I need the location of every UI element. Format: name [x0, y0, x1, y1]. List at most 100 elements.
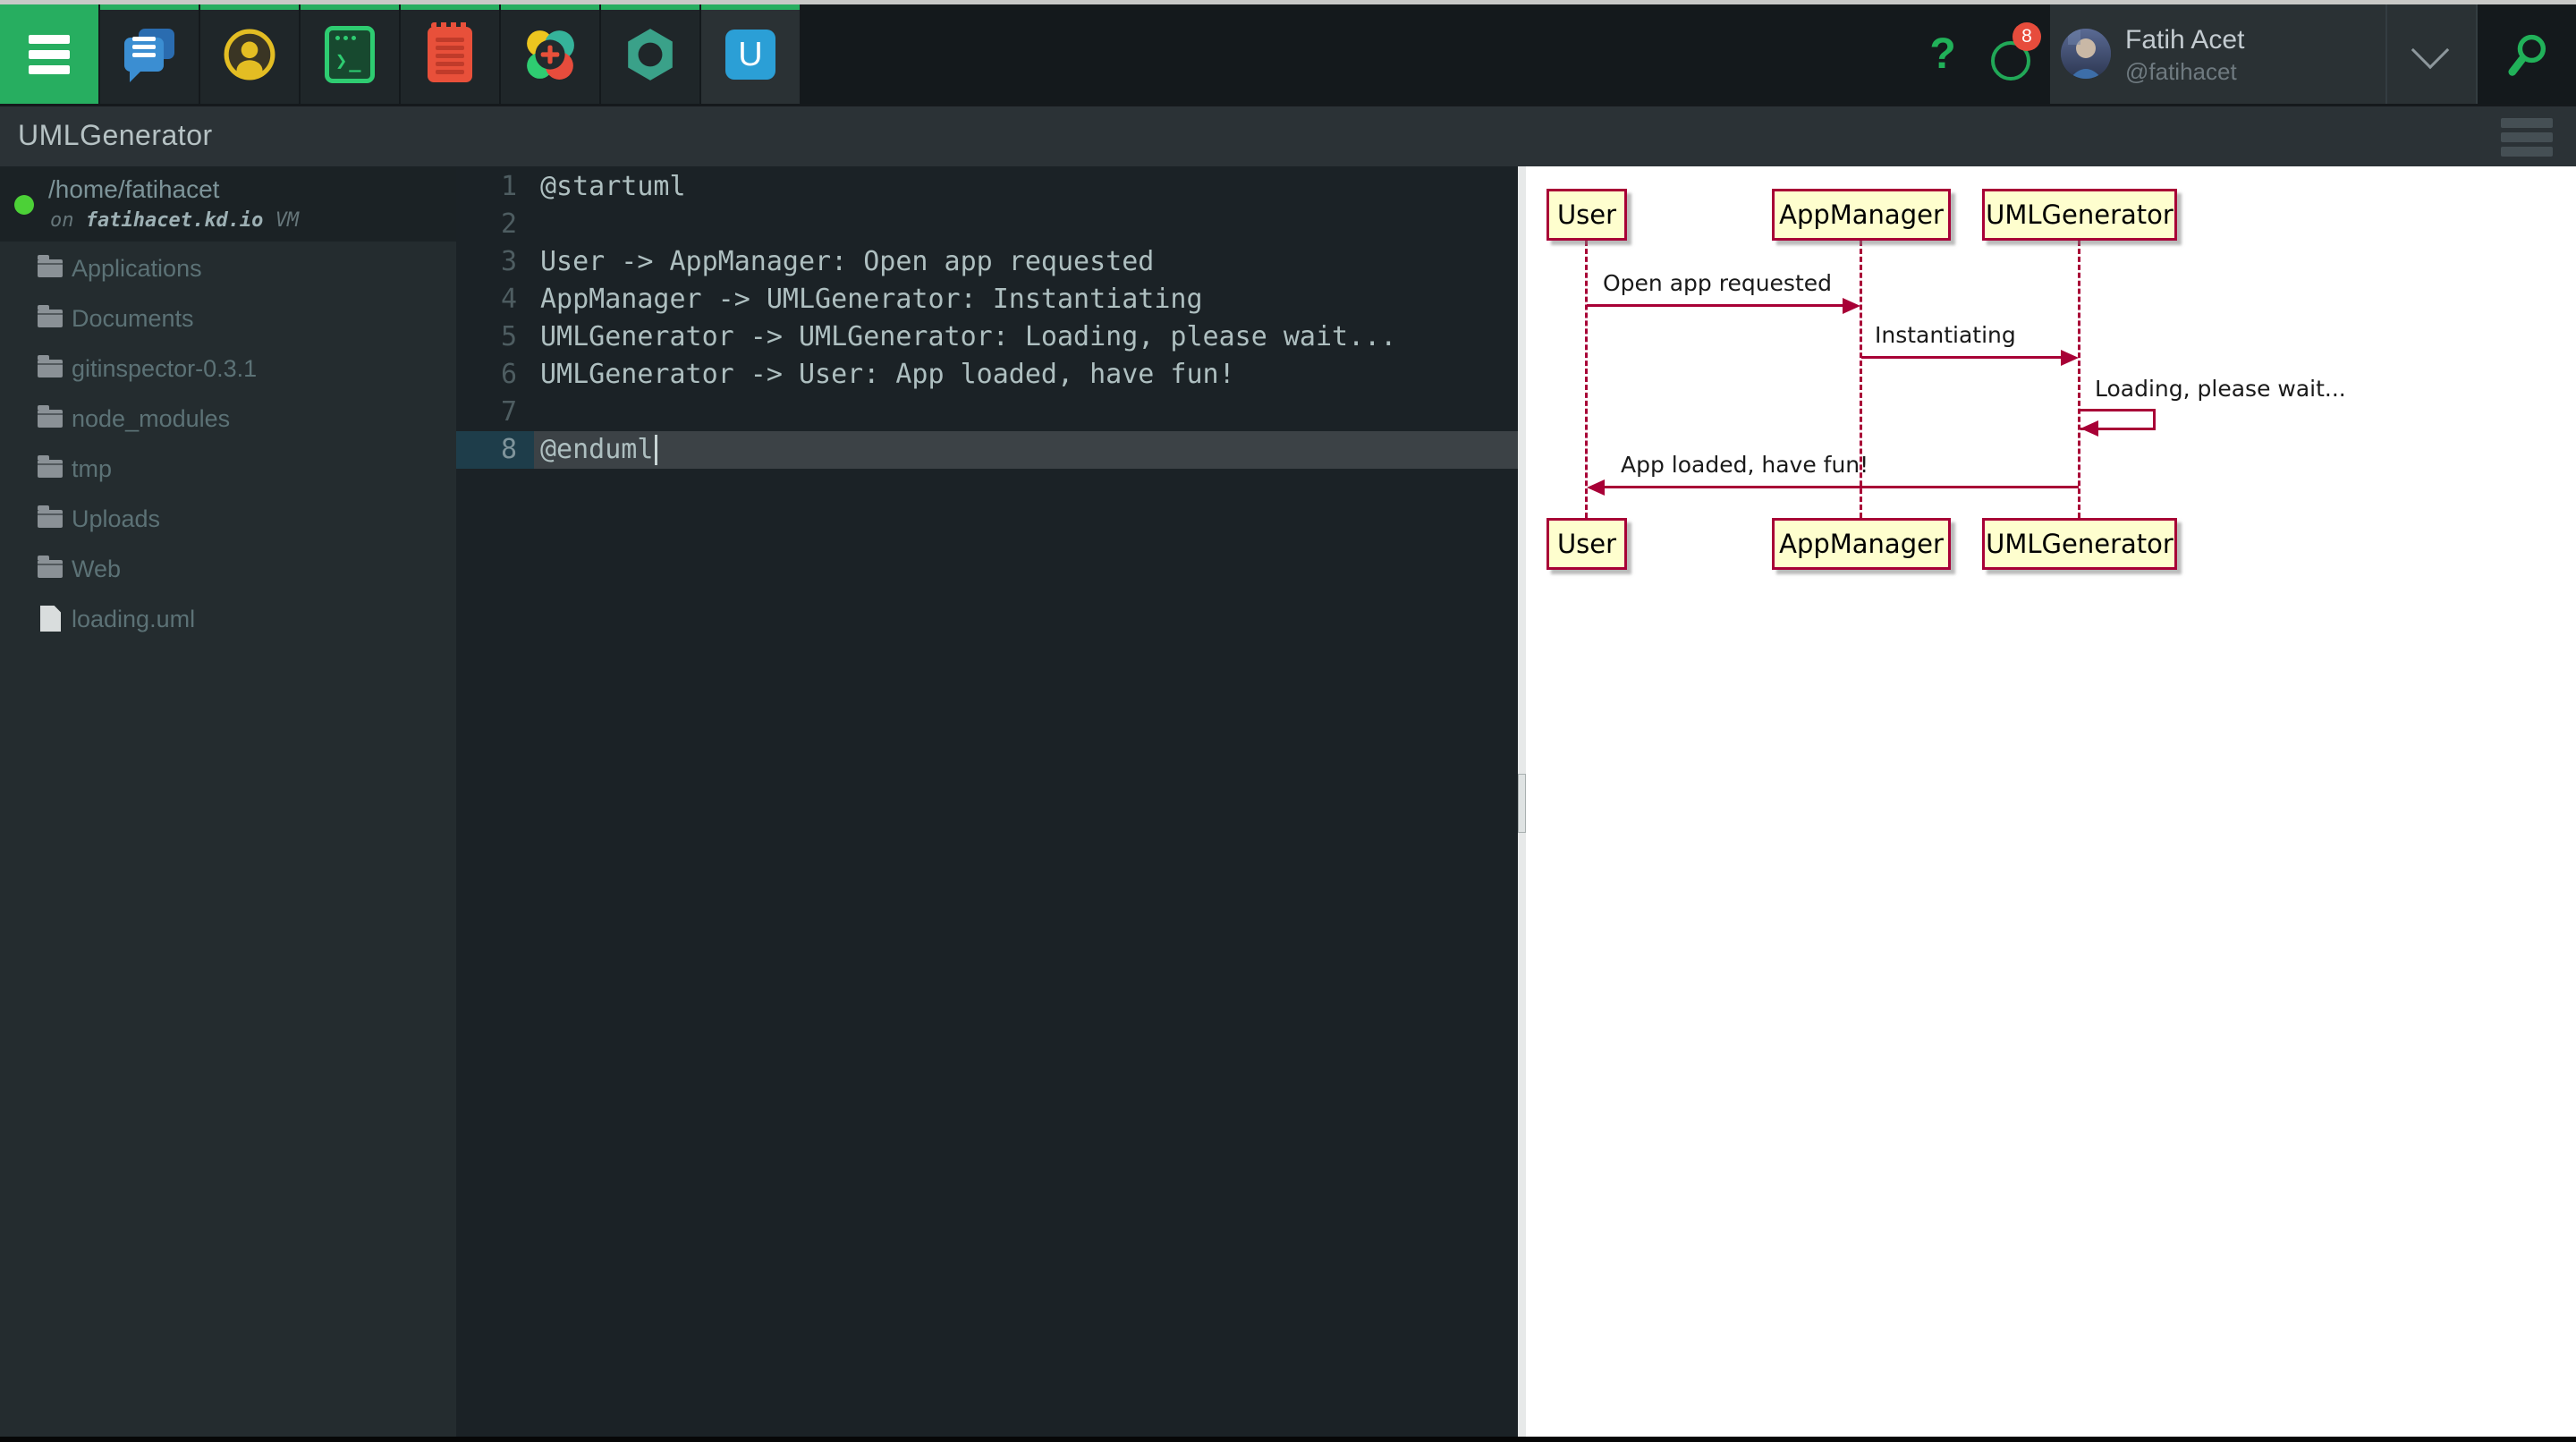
- account-dropdown-button[interactable]: [2387, 4, 2476, 104]
- folder-icon: [38, 556, 63, 578]
- arrowhead-left-icon: [1587, 479, 1605, 496]
- message-arrow-2: [1861, 356, 2061, 359]
- line-number: 3: [500, 246, 517, 277]
- folder-icon: [38, 355, 63, 377]
- lifeline-umlgenerator: [2078, 241, 2080, 518]
- terminal-icon: ❯_: [325, 25, 375, 83]
- search-icon: [2508, 34, 2546, 76]
- editor-line-5[interactable]: 5 UMLGenerator -> UMLGenerator: Loading,…: [456, 318, 1518, 356]
- separator: [2385, 4, 2387, 104]
- notes-icon: [428, 21, 472, 82]
- lifeline-user: [1585, 241, 1588, 518]
- folder-icon: [38, 305, 63, 327]
- file-icon: [40, 606, 61, 632]
- arrowhead-left-icon: [2080, 420, 2098, 437]
- chat-icon: [124, 28, 174, 82]
- editor-line-8-active[interactable]: 8 @enduml: [456, 431, 1518, 469]
- editor-line-7[interactable]: 7: [456, 394, 1518, 431]
- line-number: 6: [500, 359, 517, 390]
- editor-line-3[interactable]: 3 User -> AppManager: Open app requested: [456, 243, 1518, 281]
- search-button[interactable]: [2478, 4, 2576, 104]
- editor-line-4[interactable]: 4 AppManager -> UMLGenerator: Instantiat…: [456, 281, 1518, 318]
- text-cursor: [655, 435, 657, 465]
- folder-icon: [38, 505, 63, 528]
- tree-item-loading-uml[interactable]: loading.uml: [0, 594, 456, 644]
- user-handle: @fatihacet: [2125, 58, 2237, 85]
- tree-item-web[interactable]: Web: [0, 544, 456, 594]
- app-title-bar: UMLGenerator: [0, 104, 2576, 166]
- app-tab-notes[interactable]: [401, 4, 499, 104]
- tree-item-gitinspector[interactable]: gitinspector-0.3.1: [0, 344, 456, 394]
- code-editor[interactable]: 1 @startuml 2 3 User -> AppManager: Open…: [456, 166, 1518, 1437]
- chevron-down-icon: [2411, 30, 2450, 70]
- tree-item-documents[interactable]: Documents: [0, 293, 456, 344]
- window-bottom-edge: [0, 1437, 2576, 1442]
- line-number: 5: [500, 321, 517, 352]
- vm-host-line: on fatihacet.kd.io VM: [50, 209, 300, 232]
- file-tree-sidebar: /home/fatihacet on fatihacet.kd.io VM Ap…: [0, 166, 456, 1437]
- app-menu-button[interactable]: [2501, 117, 2553, 158]
- editor-line-2[interactable]: 2: [456, 206, 1518, 243]
- active-line-gutter-highlight: [456, 431, 534, 469]
- page-title: UMLGenerator: [18, 119, 213, 151]
- tree-item-node-modules[interactable]: node_modules: [0, 394, 456, 444]
- participant-appmanager-bottom: AppManager: [1772, 518, 1951, 570]
- line-number: 1: [500, 171, 517, 202]
- file-tree: Applications Documents gitinspector-0.3.…: [0, 243, 456, 644]
- vm-header[interactable]: /home/fatihacet on fatihacet.kd.io VM: [0, 166, 456, 242]
- line-number: 7: [500, 396, 517, 428]
- message-label-loading: Loading, please wait...: [2095, 376, 2346, 402]
- folder-icon: [38, 405, 63, 428]
- app-installer-icon: [527, 30, 574, 80]
- members-icon: [224, 29, 275, 80]
- line-number: 2: [500, 208, 517, 240]
- separator: [2476, 4, 2478, 104]
- participant-user-top: User: [1546, 189, 1627, 241]
- user-name: Fatih Acet: [2125, 25, 2245, 55]
- editor-line-1[interactable]: 1 @startuml: [456, 168, 1518, 206]
- vm-status-dot: [14, 195, 34, 215]
- arrowhead-right-icon: [2061, 350, 2079, 366]
- line-number: 4: [500, 284, 517, 315]
- tree-item-tmp[interactable]: tmp: [0, 444, 456, 494]
- avatar: [2061, 29, 2111, 79]
- help-icon[interactable]: ?: [1929, 30, 1956, 78]
- notification-ring-icon[interactable]: [1991, 41, 2030, 81]
- line-number: 8: [500, 434, 517, 465]
- preview-scrollbar-thumb[interactable]: [1518, 774, 1526, 833]
- app-tab-umlgenerator[interactable]: U: [701, 4, 800, 104]
- umlgenerator-icon: U: [725, 29, 775, 80]
- app-tab-installer[interactable]: [501, 4, 599, 104]
- message-arrow-4: [1603, 486, 2079, 488]
- arrowhead-right-icon: [1843, 298, 1860, 314]
- preview-scrollbar-track[interactable]: [1518, 166, 1526, 1437]
- tree-item-applications[interactable]: Applications: [0, 243, 456, 293]
- participant-appmanager-top: AppManager: [1772, 189, 1951, 241]
- participant-user-bottom: User: [1546, 518, 1627, 570]
- app-tab-chat[interactable]: [100, 4, 199, 104]
- app-tab-package[interactable]: [601, 4, 699, 104]
- hamburger-icon: [29, 34, 70, 74]
- folder-icon: [38, 455, 63, 478]
- top-app-bar: ❯_ U: [0, 4, 2576, 104]
- self-message-loop: [2080, 409, 2156, 430]
- window-top-edge: [0, 0, 2576, 4]
- vm-path: /home/fatihacet: [48, 175, 220, 203]
- koding-menu-button[interactable]: [0, 4, 98, 104]
- message-label-app-loaded: App loaded, have fun!: [1621, 452, 1869, 478]
- lifeline-appmanager: [1860, 241, 1862, 518]
- app-tab-terminal[interactable]: ❯_: [301, 4, 399, 104]
- participant-umlgenerator-top: UMLGenerator: [1982, 189, 2177, 241]
- notification-badge[interactable]: 8: [2012, 22, 2041, 51]
- message-label-open-app: Open app requested: [1603, 270, 1833, 296]
- message-label-instantiating: Instantiating: [1875, 322, 2016, 348]
- tree-item-uploads[interactable]: Uploads: [0, 494, 456, 544]
- editor-line-6[interactable]: 6 UMLGenerator -> User: App loaded, have…: [456, 356, 1518, 394]
- participant-umlgenerator-bottom: UMLGenerator: [1982, 518, 2177, 570]
- uml-preview-pane: User AppManager UMLGenerator Open app re…: [1526, 166, 2576, 1437]
- app-tab-members[interactable]: [200, 4, 299, 104]
- folder-icon: [38, 255, 63, 277]
- message-arrow-1: [1587, 304, 1843, 307]
- active-line-highlight: [534, 431, 1518, 469]
